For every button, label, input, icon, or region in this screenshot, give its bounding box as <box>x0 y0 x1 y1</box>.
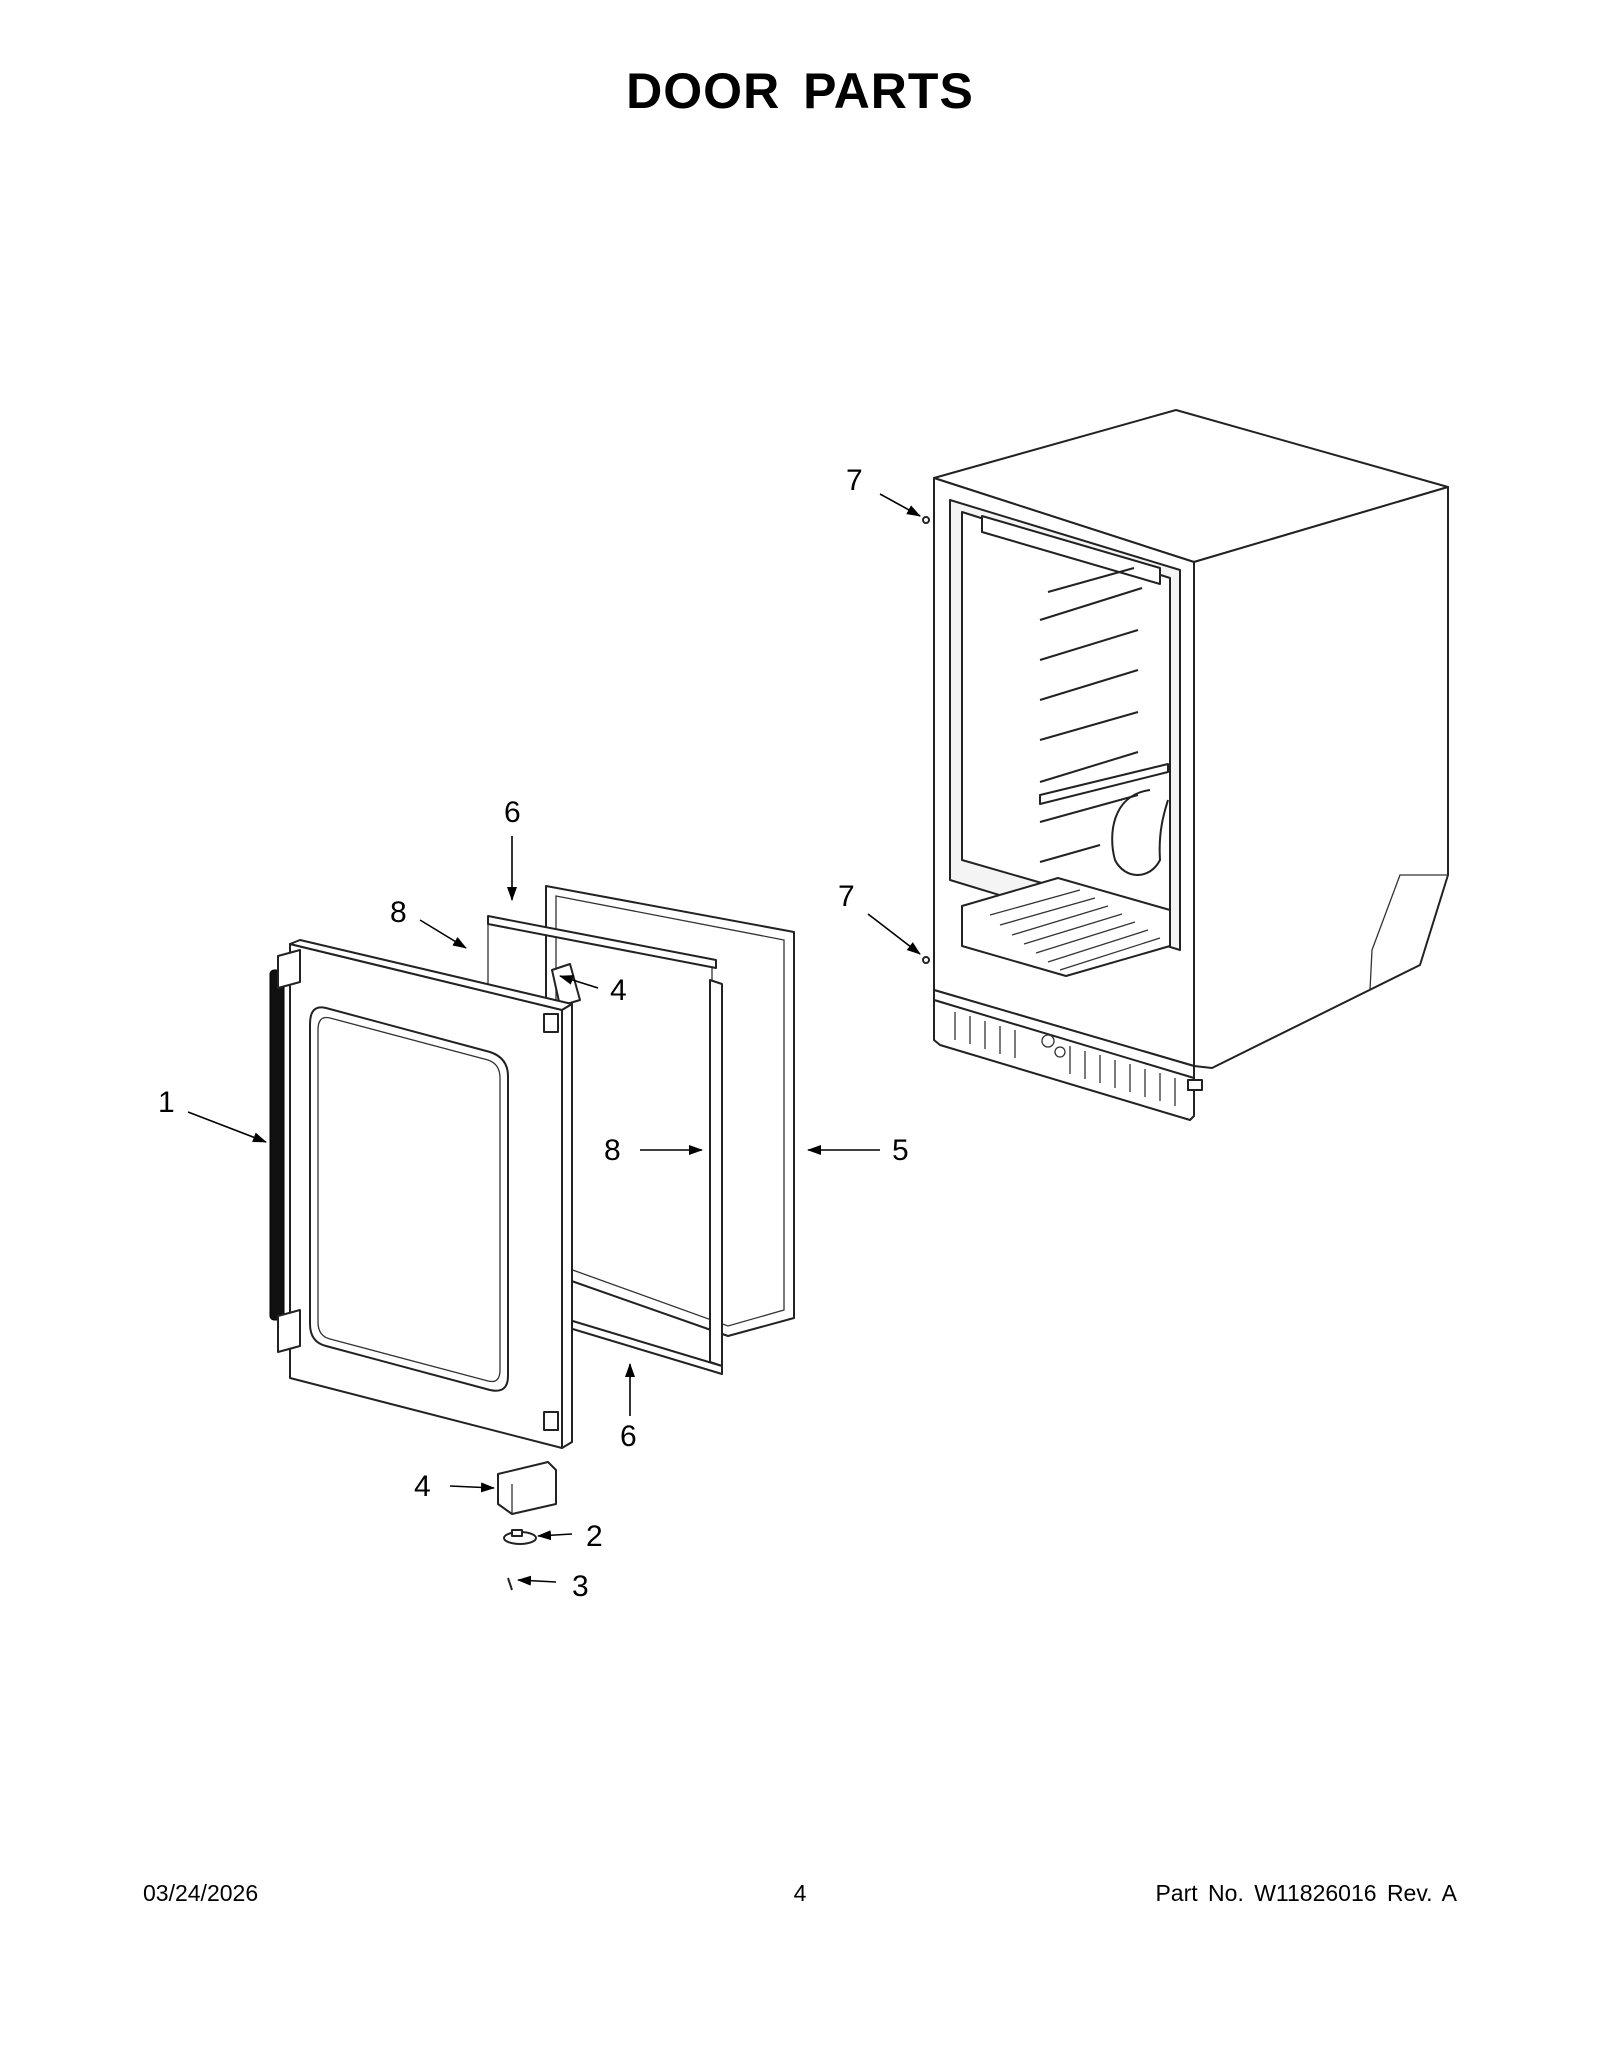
cabinet-illustration <box>922 409 1449 1121</box>
callout-3: 3 <box>572 1570 589 1603</box>
trim-strip-top <box>487 915 717 969</box>
callout-arrows <box>187 493 921 1586</box>
handle-mount-bottom <box>277 1309 301 1353</box>
footer-page-number: 4 <box>793 1880 807 1906</box>
callout-8-top: 8 <box>390 896 407 929</box>
cabinet-tray-grid <box>989 889 1161 971</box>
callout-4-top: 4 <box>610 974 627 1007</box>
callout-7-bottom: 7 <box>838 880 855 913</box>
callout-2: 2 <box>586 1520 603 1553</box>
page-title: DOOR PARTS <box>626 63 974 119</box>
screw <box>507 1577 513 1591</box>
cabinet-screw-bottom <box>922 956 930 964</box>
footer-date: 03/24/2026 <box>143 1880 259 1906</box>
cabinet-shelf-rails <box>1039 567 1169 863</box>
seal-strip-side <box>709 979 723 1367</box>
hinge-bottom <box>497 1461 557 1515</box>
callout-7-top: 7 <box>846 464 863 497</box>
cabinet-screw-top <box>922 516 930 524</box>
door-glass-pack <box>487 915 723 1375</box>
hinge-pin <box>503 1529 537 1545</box>
cabinet-base-grille <box>954 1012 1176 1106</box>
callout-4-bottom: 4 <box>414 1470 431 1503</box>
footer-part-number: Part No. W11826016 Rev. A <box>1155 1880 1457 1906</box>
door-handle <box>269 969 285 1321</box>
door-hinge-plate-bottom <box>543 1411 559 1431</box>
callout-6-bottom: 6 <box>620 1420 637 1453</box>
callout-5: 5 <box>892 1134 909 1167</box>
callout-labels: 1 8 6 4 8 5 6 7 7 4 2 3 <box>158 464 909 1603</box>
handle-mount-top <box>277 949 301 989</box>
callout-6-top: 6 <box>504 796 521 829</box>
callout-1: 1 <box>158 1086 175 1119</box>
hinge-bracket-top <box>551 963 581 1007</box>
door-panel <box>269 939 573 1449</box>
callout-8-side: 8 <box>604 1134 621 1167</box>
door-hinge-plate-top <box>543 1013 559 1033</box>
